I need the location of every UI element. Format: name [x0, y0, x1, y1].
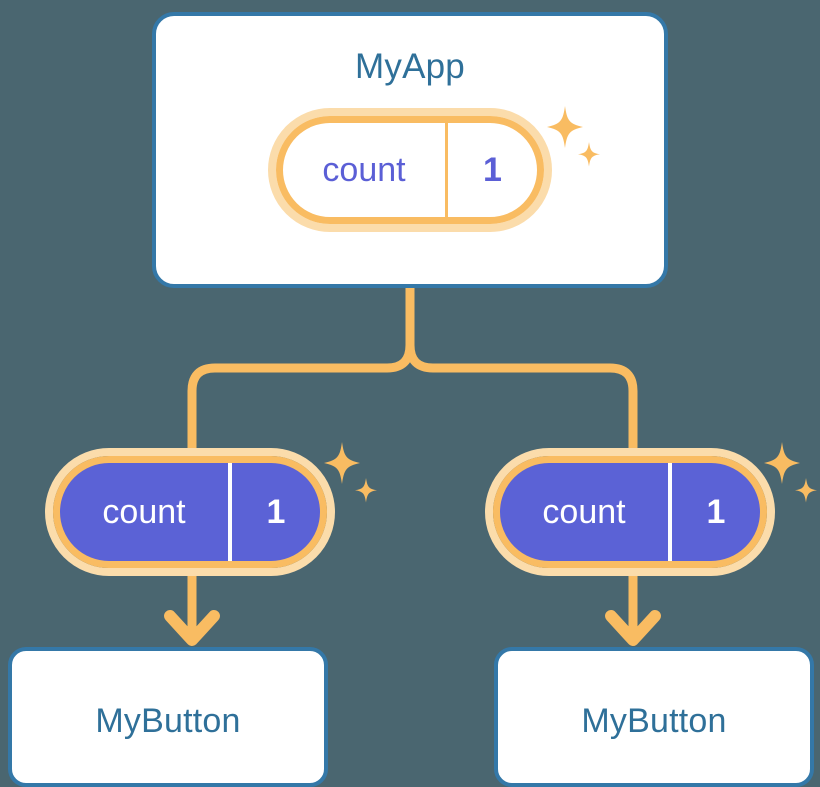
state-key-label: count	[322, 151, 406, 189]
sparkle-four-point-small-icon	[795, 478, 817, 503]
state-pill-ring: count 1	[268, 108, 552, 232]
diagram-canvas: MyApp count 1 count 1 count	[8, 12, 817, 787]
state-key-label: count	[542, 493, 626, 531]
state-pill-inner: count 1	[493, 456, 767, 568]
state-pill-branch-left[interactable]: count 1	[45, 448, 335, 576]
component-card-mybutton-left[interactable]: MyButton	[8, 647, 328, 787]
state-value-label: 1	[668, 463, 760, 561]
state-value-label: 1	[445, 123, 537, 217]
component-label: MyButton	[95, 702, 241, 740]
state-value-label: 1	[228, 463, 320, 561]
state-pill-branch-right[interactable]: count 1	[485, 448, 775, 576]
page-title: MyApp	[355, 47, 465, 86]
arrow-down-right	[605, 570, 661, 646]
state-key-label: count	[102, 493, 186, 531]
state-pill-ring: count 1	[45, 448, 335, 576]
component-label: MyButton	[581, 702, 727, 740]
sparkle-four-point-small-icon	[355, 478, 377, 503]
state-pill-inner: count 1	[53, 456, 327, 568]
state-pill-ring: count 1	[485, 448, 775, 576]
component-card-mybutton-right[interactable]: MyButton	[494, 647, 814, 787]
state-pill-myapp[interactable]: count 1	[268, 108, 552, 232]
connector-branch-left	[187, 344, 415, 450]
connector-branch-right	[405, 344, 638, 450]
arrow-down-left	[164, 570, 220, 646]
state-pill-inner: count 1	[276, 116, 544, 224]
